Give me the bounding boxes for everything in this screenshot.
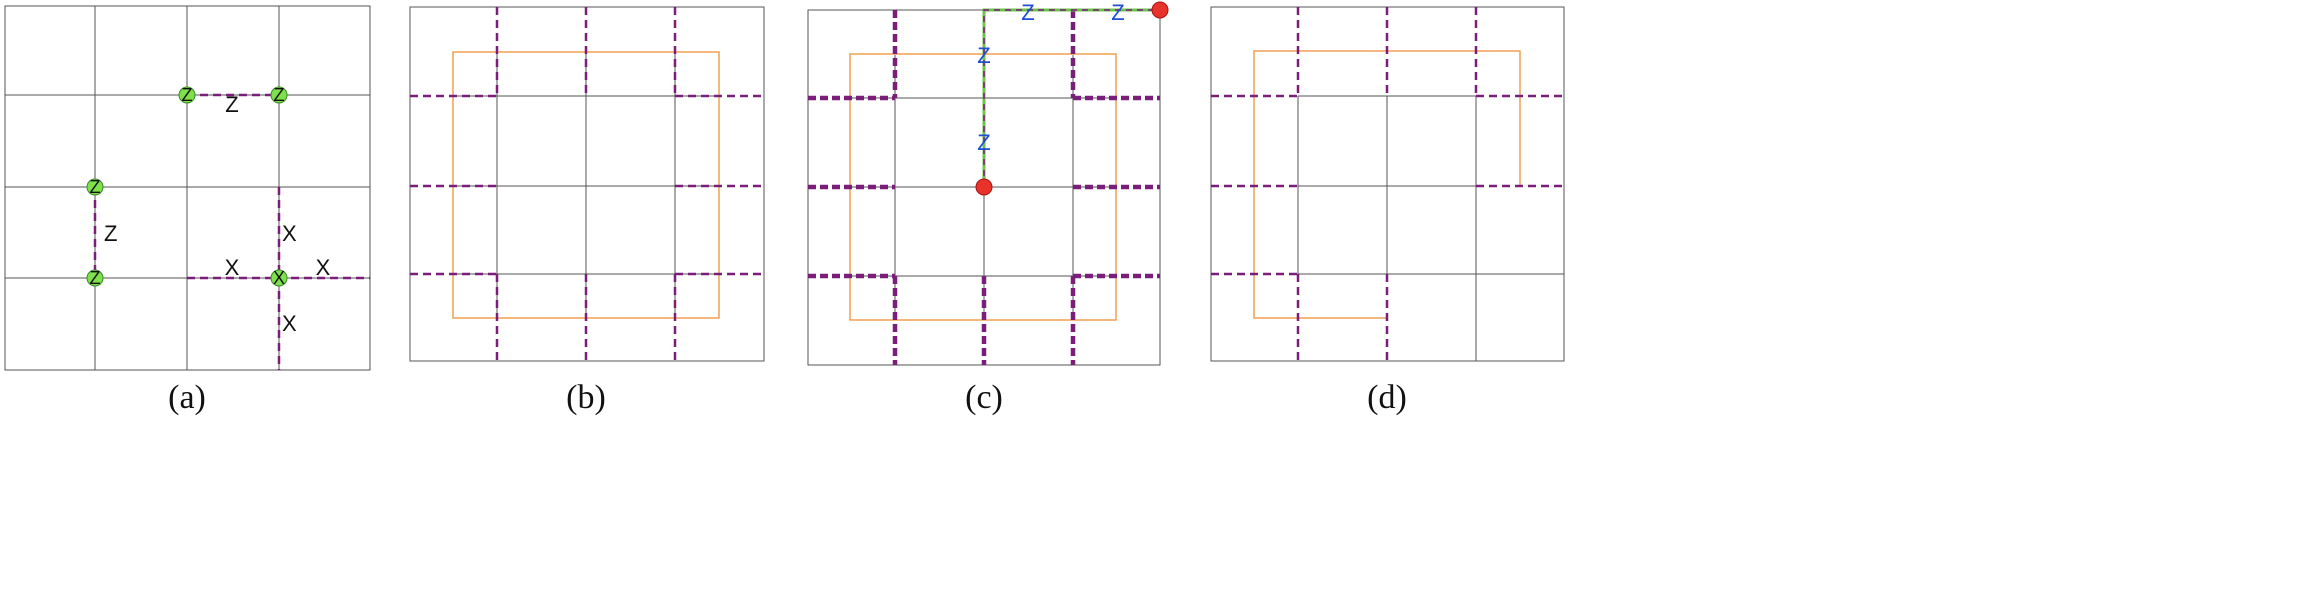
panel-a-node-z-left-lower: Z bbox=[86, 268, 104, 288]
panel-b-dashed-edges bbox=[410, 7, 764, 361]
edge-label-z: Z bbox=[104, 221, 117, 246]
panel-c-endpoint-center bbox=[975, 178, 993, 196]
node-label: Z bbox=[90, 268, 101, 288]
edge-label-x: X bbox=[225, 255, 240, 280]
panel-caption: (d) bbox=[1367, 379, 1407, 416]
panel-a-node-x-center: X bbox=[270, 268, 288, 288]
edge-label-z: Z bbox=[1021, 0, 1034, 25]
node-label: Z bbox=[274, 85, 285, 105]
panel-caption: (c) bbox=[965, 379, 1003, 416]
panel-c-endpoint-corner bbox=[1151, 1, 1169, 19]
panel-c: Z Z Z Z (c) bbox=[807, 0, 1169, 416]
panel-d-dashed-edges bbox=[1211, 7, 1564, 361]
edge-label-z: Z bbox=[225, 92, 238, 117]
panel-a-node-z-top-left: Z bbox=[178, 85, 196, 105]
node-label: Z bbox=[90, 177, 101, 197]
panel-a: Z Z Z Z X Z Z X X X X (a) bbox=[4, 5, 371, 416]
panel-caption: (b) bbox=[566, 379, 606, 416]
edge-label-z: Z bbox=[1111, 0, 1124, 25]
edge-label-x: X bbox=[316, 255, 331, 280]
panel-caption: (a) bbox=[168, 379, 206, 416]
panel-c-green-path bbox=[982, 8, 1160, 187]
panel-d-grid bbox=[1297, 95, 1564, 361]
panel-c-dashed-edges bbox=[808, 10, 1160, 365]
panel-b: (b) bbox=[409, 6, 765, 416]
panel-a-node-z-top-right: Z bbox=[270, 85, 288, 105]
edge-label-x: X bbox=[282, 311, 297, 336]
edge-label-z: Z bbox=[977, 43, 990, 68]
panel-d: (d) bbox=[1210, 6, 1565, 416]
edge-label-z: Z bbox=[977, 130, 990, 155]
node-label: X bbox=[273, 268, 285, 288]
panel-a-dashed-edges bbox=[93, 93, 370, 370]
panel-a-grid bbox=[5, 6, 370, 370]
panel-a-node-z-left-upper: Z bbox=[86, 177, 104, 197]
edge-label-x: X bbox=[282, 221, 297, 246]
node-label: Z bbox=[182, 85, 193, 105]
